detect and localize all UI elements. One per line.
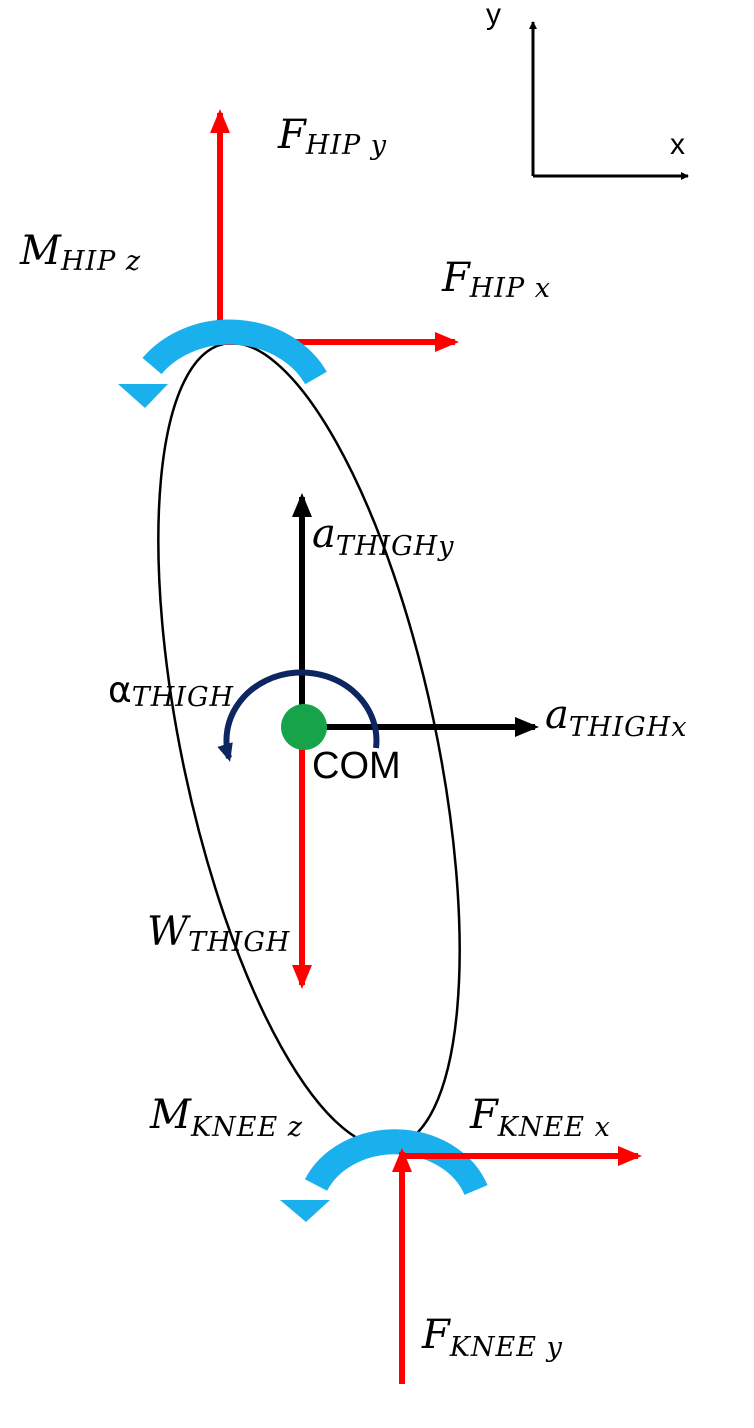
m-knee-z-label: MKNEE z	[149, 1092, 303, 1143]
hip-joint-loads	[118, 109, 459, 408]
alpha-thigh-arc	[217, 669, 380, 762]
f-knee-x-label: FKNEE x	[469, 1092, 611, 1143]
x-axis-label: x	[670, 128, 685, 161]
f-hip-y-label: FHIP y	[277, 112, 387, 161]
m-knee-z-arrowhead	[280, 1200, 330, 1222]
m-hip-z-arc	[142, 319, 327, 385]
coordinate-frame: y x	[486, 0, 689, 180]
com-label: COM	[312, 745, 401, 787]
m-knee-z-arc	[304, 1129, 488, 1196]
com-marker	[281, 704, 327, 750]
w-thigh-label: WTHIGH	[147, 909, 290, 958]
m-hip-z-label: MHIP z	[19, 228, 141, 277]
knee-joint-loads	[280, 1129, 642, 1384]
y-axis-label: y	[486, 0, 501, 31]
f-knee-y-label: FKNEE y	[421, 1312, 563, 1363]
a-thigh-x-label: aTHIGHx	[545, 692, 687, 743]
m-hip-z-arrowhead	[118, 384, 168, 408]
a-thigh-y-label: aTHIGHy	[312, 511, 454, 562]
f-hip-x-label: FHIP x	[441, 255, 551, 304]
com-acceleration	[292, 493, 539, 737]
alpha-thigh-label: αTHIGH	[108, 670, 234, 713]
